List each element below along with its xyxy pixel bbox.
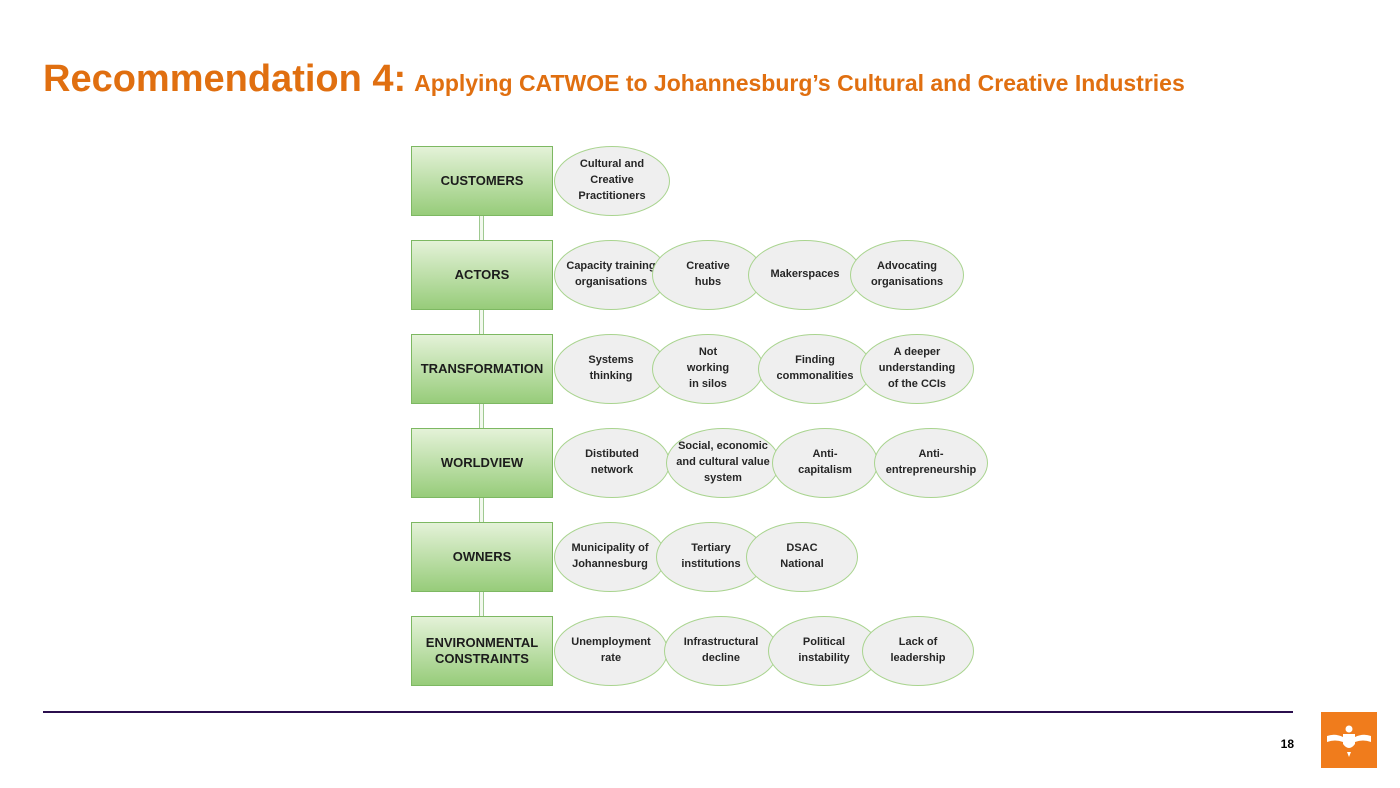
item-bubble: DSAC National xyxy=(746,522,858,592)
item-bubble: Systems thinking xyxy=(554,334,668,404)
item-bubble: Lack of leadership xyxy=(862,616,974,686)
category-box: CUSTOMERS xyxy=(411,146,553,216)
item-bubble: Unemployment rate xyxy=(554,616,668,686)
item-bubble: A deeper understanding of the CCIs xyxy=(860,334,974,404)
category-label: CUSTOMERS xyxy=(440,172,524,188)
category-box: TRANSFORMATION xyxy=(411,334,553,404)
category-label: WORLDVIEW xyxy=(440,454,524,470)
category-connector xyxy=(479,215,484,620)
item-bubble: Finding commonalities xyxy=(758,334,872,404)
category-box: ENVIRONMENTAL CONSTRAINTS xyxy=(411,616,553,686)
footer-divider xyxy=(43,711,1293,713)
item-bubble: Makerspaces xyxy=(748,240,862,310)
item-bubble: Infrastructural decline xyxy=(664,616,778,686)
item-bubble: Creative hubs xyxy=(652,240,764,310)
item-bubble: Social, economic and cultural value syst… xyxy=(666,428,780,498)
item-bubble: Distibuted network xyxy=(554,428,670,498)
category-label: TRANSFORMATION xyxy=(420,360,544,376)
item-bubble: Cultural and Creative Practitioners xyxy=(554,146,670,216)
slide-title-main: Recommendation 4: xyxy=(43,58,407,100)
item-bubble: Not working in silos xyxy=(652,334,764,404)
category-label: OWNERS xyxy=(452,548,512,564)
slide-title-sub: Applying CATWOE to Johannesburg’s Cultur… xyxy=(414,70,1185,96)
university-crest-icon xyxy=(1321,712,1377,768)
item-bubble: Capacity training organisations xyxy=(554,240,668,310)
item-bubble: Anti- entrepreneurship xyxy=(874,428,988,498)
catwoe-row-environmental: ENVIRONMENTAL CONSTRAINTS Unemployment ra… xyxy=(0,616,1400,688)
category-label: ACTORS xyxy=(454,266,510,282)
item-bubble: Tertiary institutions xyxy=(656,522,766,592)
item-bubble: Anti- capitalism xyxy=(772,428,878,498)
category-box: ACTORS xyxy=(411,240,553,310)
item-bubble: Advocating organisations xyxy=(850,240,964,310)
slide-title: Recommendation 4: Applying CATWOE to Joha… xyxy=(43,60,1185,98)
category-box: OWNERS xyxy=(411,522,553,592)
category-box: WORLDVIEW xyxy=(411,428,553,498)
item-bubble: Municipality of Johannesburg xyxy=(554,522,666,592)
category-label: ENVIRONMENTAL CONSTRAINTS xyxy=(425,634,539,666)
catwoe-row-customers: CUSTOMERS Cultural and Creative Practitio… xyxy=(0,146,1400,218)
page-number: 18 xyxy=(1280,737,1294,751)
